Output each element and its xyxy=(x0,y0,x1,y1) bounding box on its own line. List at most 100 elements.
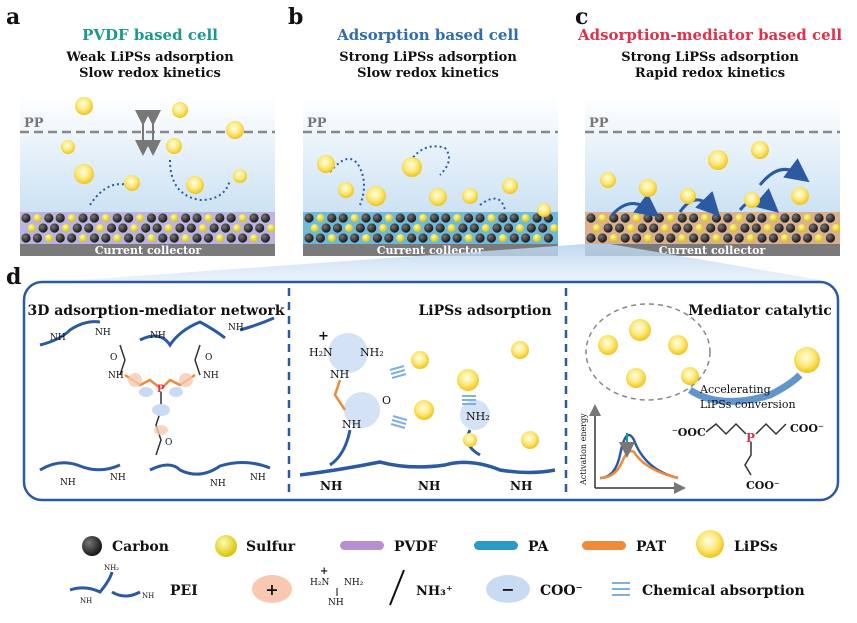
sulfur-particle xyxy=(609,234,618,242)
carbon-particle xyxy=(586,233,596,243)
carbon-particle xyxy=(717,223,727,233)
carbon-particle xyxy=(101,233,111,243)
zoom-beam xyxy=(38,244,838,283)
carbon-particle xyxy=(395,213,405,223)
mediator-ylabel: Activation energy xyxy=(579,413,588,486)
carbon-particle xyxy=(175,223,185,233)
carbon-particle xyxy=(350,233,360,243)
carbon-particle xyxy=(203,233,213,243)
panel-b-line2: Slow redox kinetics xyxy=(357,66,499,81)
network-label-nh-6: NH xyxy=(110,473,126,483)
legend-pvdf-swatch xyxy=(340,541,384,550)
chem-absorption-marks xyxy=(389,365,476,429)
carbon-particle xyxy=(614,223,625,233)
sulfur-particle xyxy=(238,214,247,222)
network-label-nh-10: NH xyxy=(203,371,219,381)
legend-chem-label: Chemical absorption xyxy=(642,583,805,599)
network-label-nh-8: NH xyxy=(250,473,266,483)
carbon-particle xyxy=(543,233,554,243)
cell-a-lipss xyxy=(61,97,247,194)
mediator-coo-right: COO⁻ xyxy=(790,422,824,435)
carbon-particle xyxy=(526,223,536,233)
panel-b-title: Adsorption based cell xyxy=(336,26,519,44)
sulfur-particle xyxy=(164,224,173,232)
sulfur-particle xyxy=(147,234,156,242)
legend-pei-label: PEI xyxy=(170,583,198,599)
carbon-particle xyxy=(321,223,331,233)
sulfur-particle xyxy=(592,224,601,232)
carbon-particle xyxy=(689,213,699,223)
panel-letter-d: d xyxy=(6,264,21,290)
carbon-particle xyxy=(637,223,647,233)
carbon-particle xyxy=(643,213,653,223)
carbon-particle xyxy=(192,233,202,243)
adsorption-nh-e: NH xyxy=(510,479,532,493)
carbon-particle xyxy=(503,223,514,233)
sulfur-particle xyxy=(815,234,823,242)
legend-pei-nh-left: NH xyxy=(80,597,92,605)
sulfur-particle xyxy=(769,214,778,222)
sulfur-particle xyxy=(327,234,336,242)
sulfur-particle xyxy=(803,214,812,222)
legend-pei-nh2: NH₂ xyxy=(104,564,119,572)
carbon-particle xyxy=(389,223,400,233)
network-label-o-2: O xyxy=(205,353,212,363)
cell-b: PP Current collector xyxy=(303,96,559,257)
carbon-particle xyxy=(458,223,468,233)
carbon-particle xyxy=(683,223,693,233)
sulfur-particle xyxy=(396,234,405,242)
carbon-particle xyxy=(746,213,756,223)
carbon-particle xyxy=(304,233,314,243)
carbon-particle xyxy=(734,233,744,243)
sulfur-particle xyxy=(695,224,704,232)
panel-letter-a: a xyxy=(6,4,20,30)
network-subpanel: 3D adsorption-mediator network NH NH NH … xyxy=(27,303,284,489)
carbon-particle xyxy=(469,223,479,233)
carbon-particle xyxy=(820,223,830,233)
carbon-particle xyxy=(372,233,382,243)
carbon-particle xyxy=(32,233,43,243)
sulfur-particle xyxy=(362,234,370,242)
sulfur-particle xyxy=(780,234,789,242)
carbon-particle xyxy=(785,223,796,233)
sulfur-particle xyxy=(379,224,388,232)
mediator-accel-2: LiPSs conversion xyxy=(700,398,796,411)
mediator-lipss xyxy=(598,319,820,388)
carbon-particle xyxy=(774,223,784,233)
sulfur-particle xyxy=(735,214,744,222)
legend-guan-nh: NH xyxy=(328,598,344,608)
carbon-particle xyxy=(620,233,630,243)
sulfur-particle xyxy=(101,214,110,222)
legend-negative-swatch xyxy=(486,575,530,603)
sulfur-particle xyxy=(44,234,53,242)
carbon-particle xyxy=(215,213,225,223)
carbon-particle xyxy=(808,223,818,233)
carbon-particle xyxy=(315,233,325,243)
cell-c: PP Current collector xyxy=(585,96,841,257)
carbon-particle xyxy=(620,213,630,223)
adsorption-nh-b: NH xyxy=(342,418,361,431)
legend-carbon-swatch xyxy=(82,536,102,556)
sulfur-particle xyxy=(598,214,607,222)
sulfur-particle xyxy=(170,214,179,222)
carbon-particle xyxy=(825,213,836,223)
carbon-particle xyxy=(55,233,65,243)
sulfur-particle xyxy=(632,214,641,222)
carbon-particle xyxy=(435,223,445,233)
sulfur-particle xyxy=(198,224,207,232)
carbon-particle xyxy=(532,213,542,223)
panel-b-line1: Strong LiPSs adsorption xyxy=(339,50,517,65)
carbon-particle xyxy=(44,213,54,223)
mediator-accel-1: Accelerating xyxy=(699,383,771,396)
sulfur-particle xyxy=(666,214,675,222)
cell-b-lipss xyxy=(317,155,551,217)
sulfur-particle xyxy=(204,214,213,222)
carbon-particle xyxy=(384,233,394,243)
carbon-particle xyxy=(260,213,270,223)
sulfur-particle xyxy=(447,224,456,232)
legend-guan-h2n: H₂N xyxy=(310,578,329,588)
carbon-particle xyxy=(238,233,248,243)
sulfur-particle xyxy=(67,214,76,222)
carbon-particle xyxy=(55,213,65,223)
carbon-particle xyxy=(407,213,417,223)
